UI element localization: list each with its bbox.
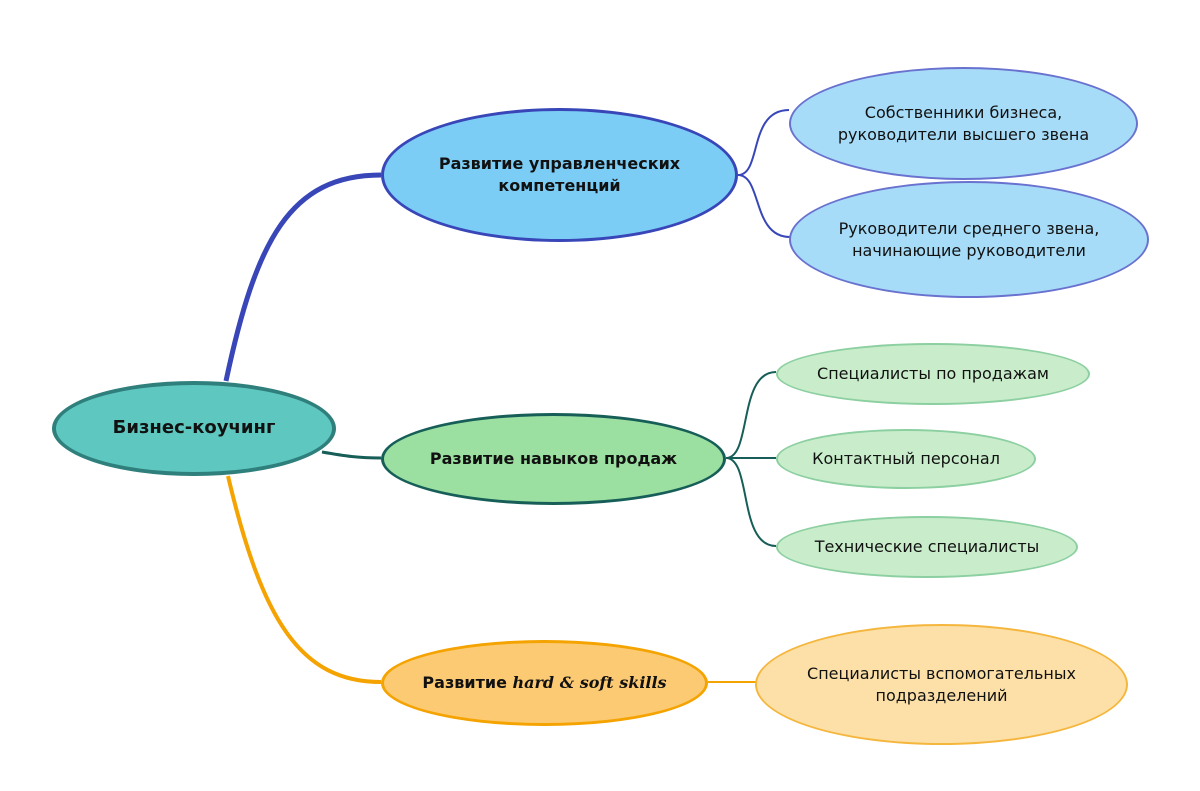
leaf-node-technical-specialists[interactable]: Технические специалисты xyxy=(776,516,1078,578)
branch-node-management[interactable]: Развитие управленческих компетенций xyxy=(381,108,738,242)
leaf-node-sales-specialists[interactable]: Специалисты по продажам xyxy=(776,343,1090,405)
leaf-node-middle-managers[interactable]: Руководители среднего звена, начинающие … xyxy=(789,181,1149,298)
branch-label-skills-styled: hard & soft skills xyxy=(512,673,667,693)
connector-branch-2-leaf-3 xyxy=(725,457,777,547)
connector-branch-1-leaf-2 xyxy=(737,174,791,238)
branch-label-sales: Развитие навыков продаж xyxy=(429,449,678,469)
connector-branch-2-leaf-1 xyxy=(725,371,777,459)
branch-node-sales[interactable]: Развитие навыков продаж xyxy=(381,413,726,505)
branch-node-skills[interactable]: Развитие hard & soft skills xyxy=(381,640,708,726)
root-label: Бизнес-коучинг xyxy=(112,417,276,439)
leaf-label-owners: Собственники бизнеса, руководители высше… xyxy=(837,102,1090,144)
leaf-label-support-specialists: Специалисты вспомогательных подразделени… xyxy=(807,663,1076,705)
leaf-node-contact-staff[interactable]: Контактный персонал xyxy=(776,429,1036,489)
leaf-node-support-specialists[interactable]: Специалисты вспомогательных подразделени… xyxy=(755,624,1128,745)
leaf-node-owners[interactable]: Собственники бизнеса, руководители высше… xyxy=(789,67,1138,180)
branch-label-management: Развитие управленческих компетенций xyxy=(438,154,681,195)
leaf-label-contact-staff: Контактный персонал xyxy=(812,449,1000,469)
branch-label-skills-prefix: Развитие xyxy=(422,673,507,693)
connector-root-branch-3 xyxy=(226,475,382,684)
root-node[interactable]: Бизнес-коучинг xyxy=(52,381,336,476)
leaf-label-middle-managers: Руководители среднего звена, начинающие … xyxy=(838,218,1100,260)
leaf-label-sales-specialists: Специалисты по продажам xyxy=(817,364,1049,384)
connector-branch-1-leaf-1 xyxy=(737,109,790,176)
connector-root-branch-2 xyxy=(321,450,382,460)
connector-root-branch-1 xyxy=(223,172,382,382)
branch-label-skills: Развитие hard & soft skills xyxy=(422,672,666,694)
leaf-label-technical-specialists: Технические специалисты xyxy=(814,537,1040,557)
